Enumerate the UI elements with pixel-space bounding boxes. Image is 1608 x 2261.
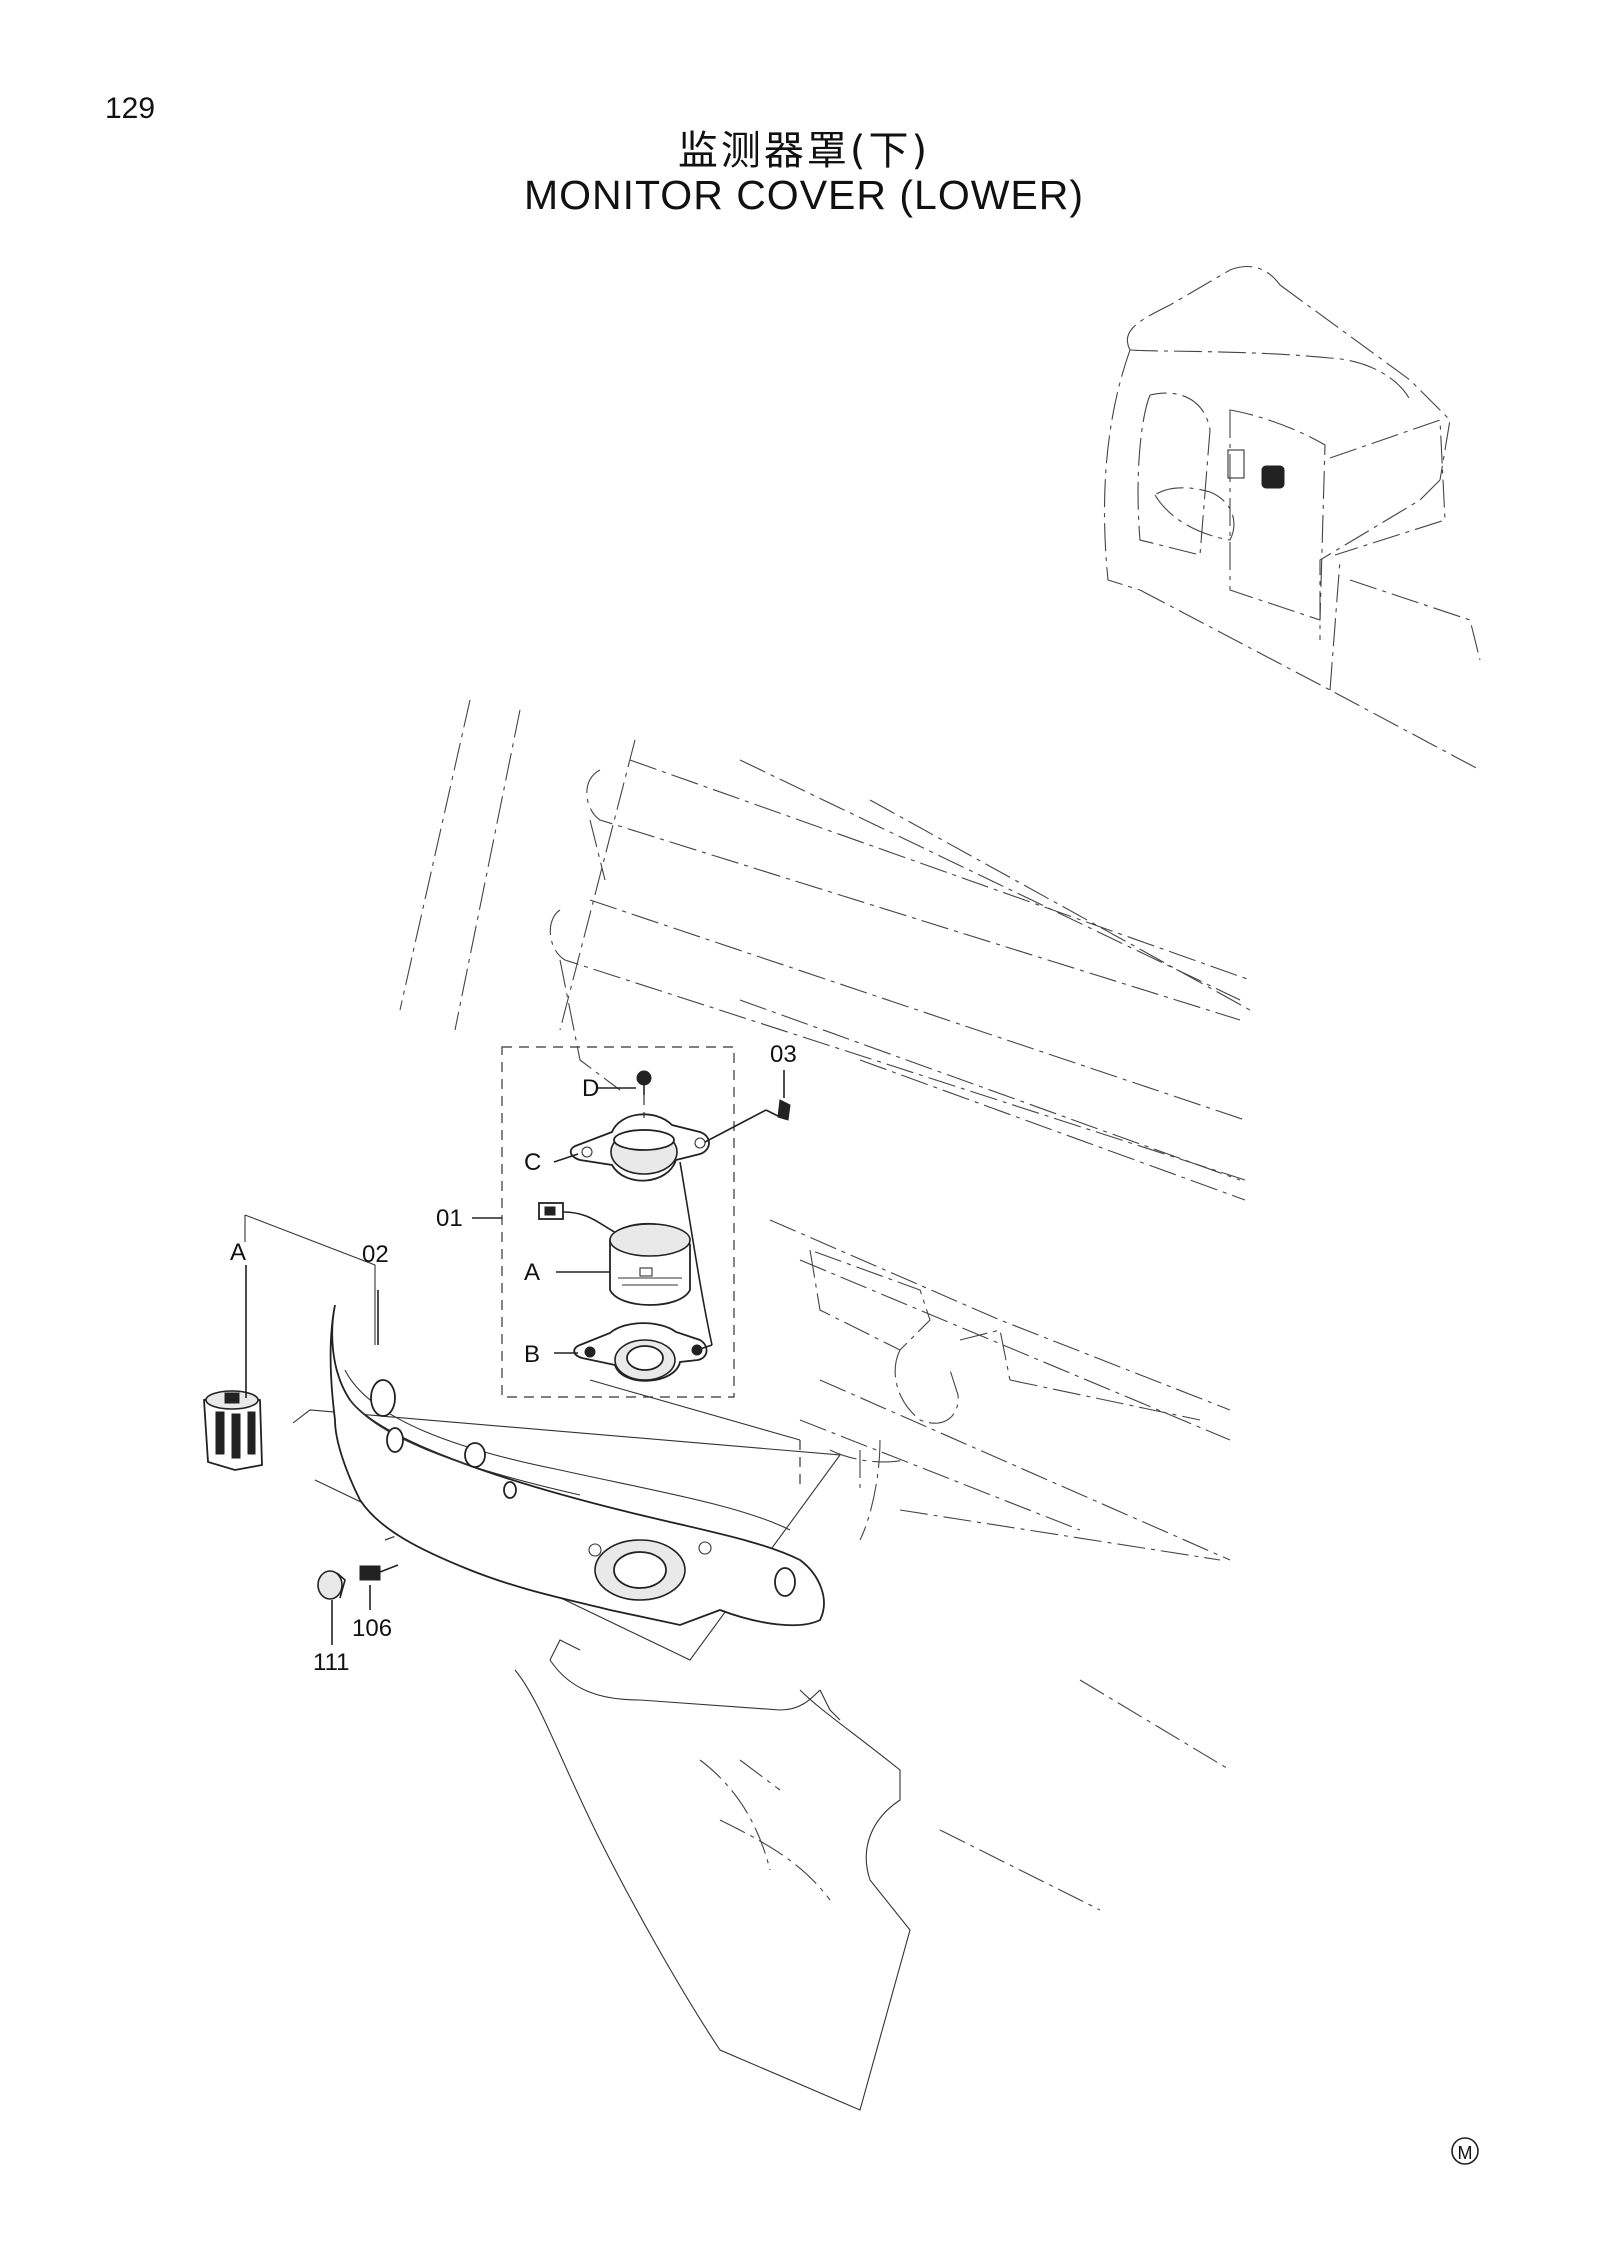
- corner-mark: M: [1451, 2137, 1479, 2165]
- callout-03: 03: [770, 1041, 797, 1068]
- housing-part-c: [569, 1095, 710, 1182]
- callout-106: 106: [352, 1615, 392, 1642]
- exploded-view: A 02 01 03 D C A B 106 111: [203, 1041, 842, 1676]
- page-title-english: MONITOR COVER (LOWER): [523, 172, 1085, 218]
- callout-111: 111: [313, 1649, 349, 1676]
- spacer-part-a: [203, 1390, 263, 1471]
- page-number: 129: [105, 92, 156, 125]
- bolt-part-106: [359, 1564, 399, 1581]
- callout-d: D: [582, 1075, 599, 1102]
- cap-part-111: [317, 1570, 346, 1600]
- monitor-unit-a: [538, 1202, 691, 1306]
- callout-b: B: [524, 1341, 540, 1368]
- cab-locator-view: [1103, 266, 1481, 771]
- assembly-01-boundary: [501, 1046, 735, 1398]
- screw-part-d: [636, 1070, 652, 1095]
- callout-01: 01: [436, 1205, 463, 1232]
- callout-02: 02: [362, 1241, 389, 1268]
- housing-part-b: [573, 1322, 713, 1382]
- bolt-part-03: [679, 1099, 791, 1346]
- machine-body-outline: [399, 699, 1251, 1911]
- lower-side-cover: [514, 1639, 911, 2111]
- callout-a-spacer: A: [230, 1239, 246, 1266]
- callout-c: C: [524, 1149, 541, 1176]
- corner-mark-letter: M: [1458, 2143, 1473, 2163]
- page-title-chinese: 监测器罩(下): [677, 128, 931, 174]
- callout-a-monitor: A: [524, 1259, 540, 1286]
